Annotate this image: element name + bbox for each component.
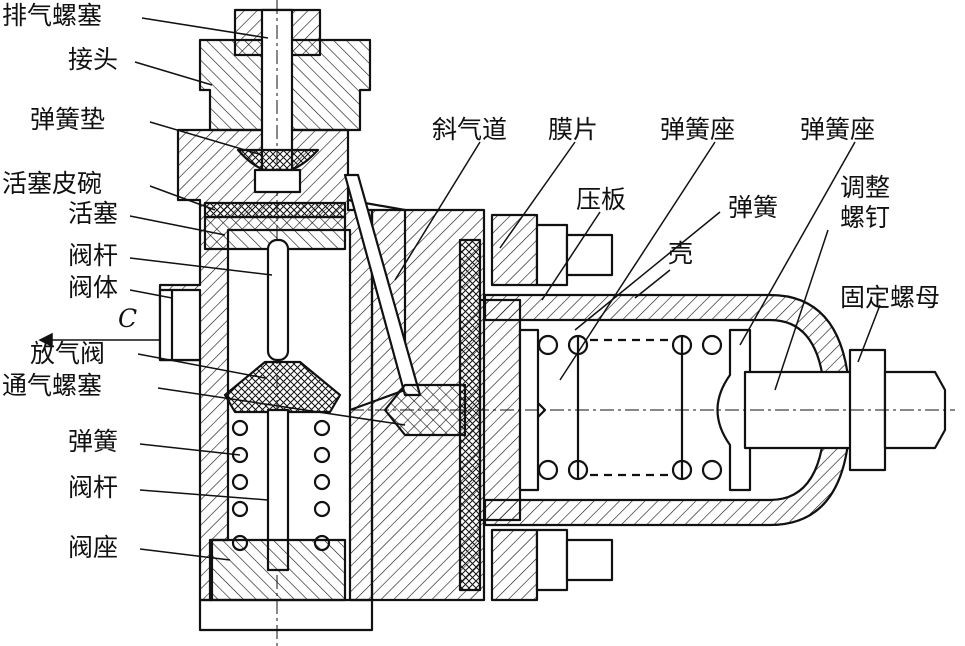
label-shell: 壳 — [668, 239, 694, 268]
label-adjust-screw-2: 螺钉 — [840, 203, 891, 232]
label-joint: 接头 — [68, 45, 119, 74]
label-spring-right: 弹簧 — [728, 193, 779, 222]
label-exhaust-plug: 排气螺塞 — [2, 1, 103, 30]
shell — [483, 293, 852, 527]
label-bleed-valve: 放气阀 — [30, 339, 106, 368]
port-c-outlet — [158, 288, 202, 362]
screw-tip — [883, 370, 947, 450]
label-spring-washer: 弹簧垫 — [30, 105, 106, 134]
leader-lines — [38, 17, 881, 561]
label-port-c: C — [118, 304, 138, 333]
flange-bolts — [490, 213, 614, 602]
label-spring-seat-2: 弹簧座 — [800, 115, 876, 144]
label-lock-nut: 固定螺母 — [840, 283, 941, 312]
right-spring — [537, 334, 723, 481]
label-piston-cup: 活塞皮碗 — [2, 169, 103, 198]
label-valve-body: 阀体 — [68, 273, 119, 302]
upper-valve-stem — [266, 238, 290, 362]
label-diaphragm: 膜片 — [548, 115, 599, 144]
label-spring-left: 弹簧 — [68, 427, 119, 456]
valve-seat-base — [198, 598, 374, 632]
label-valve-stem-top: 阀杆 — [68, 241, 119, 270]
stem-nut — [253, 168, 302, 194]
bleed-valve-cone — [223, 360, 342, 414]
label-pressure-plate: 压板 — [576, 185, 627, 214]
valve-seat — [208, 538, 347, 602]
valve-body — [158, 128, 486, 602]
label-piston: 活塞 — [68, 199, 119, 228]
label-adjust-screw-1: 调整 — [840, 173, 891, 202]
lock-nut — [848, 348, 887, 472]
label-vent-plug: 通气螺塞 — [2, 371, 103, 400]
piston-cup — [203, 201, 347, 219]
label-valve-stem-bottom: 阀杆 — [68, 473, 119, 502]
label-valve-seat: 阀座 — [68, 533, 119, 562]
label-spring-seat-1: 弹簧座 — [660, 115, 736, 144]
label-inclined-passage: 斜气道 — [432, 115, 508, 144]
